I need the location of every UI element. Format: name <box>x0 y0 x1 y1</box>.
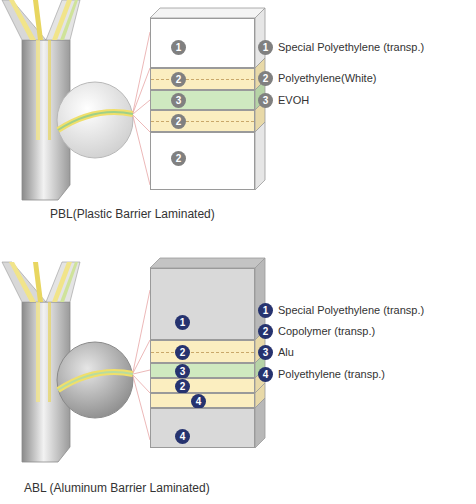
legend-item: 2 Polyethylene(White) <box>258 71 376 86</box>
caption: PBL(Plastic Barrier Laminated) <box>50 207 215 221</box>
callout-number: 2 <box>171 72 186 87</box>
layer-curve <box>58 372 133 390</box>
callout-number: 2 <box>258 71 273 86</box>
callout-number: 2 <box>175 345 190 360</box>
layer-band: 4 <box>150 408 255 448</box>
layer-side <box>255 122 265 190</box>
caption: ABL (Aluminum Barrier Laminated) <box>24 481 210 495</box>
callout-number: 2 <box>171 151 186 166</box>
layer-band: 2 <box>150 132 255 190</box>
callout-number: 2 <box>258 324 273 339</box>
callout-number: 1 <box>258 303 273 318</box>
layer-divider <box>151 121 254 122</box>
layer-band: 3 <box>150 90 255 110</box>
legend-item: 3 EVOH <box>258 93 309 108</box>
callout-number: 4 <box>175 429 190 444</box>
leader-lines <box>133 32 150 185</box>
layer-band: 2 <box>150 378 255 393</box>
layer-side <box>255 398 265 448</box>
legend-text: Polyethylene (transp.) <box>278 368 385 380</box>
callout-number: 1 <box>175 315 190 330</box>
callout-number: 3 <box>175 364 190 379</box>
legend-text: Polyethylene(White) <box>278 72 376 84</box>
magnifier <box>57 342 133 418</box>
layer-band: 2 <box>150 68 255 90</box>
callout-number: 1 <box>171 40 186 55</box>
legend-item: 2 Copolymer (transp.) <box>258 324 375 339</box>
legend-text: EVOH <box>278 94 309 106</box>
layer-band: 2 <box>150 340 255 363</box>
callout-number: 3 <box>171 93 186 108</box>
legend-text: Copolymer (transp.) <box>278 325 375 337</box>
callout-number: 1 <box>258 40 273 55</box>
layer-band: 4 <box>150 393 255 408</box>
legend-item: 4 Polyethylene (transp.) <box>258 367 385 382</box>
layer-curve <box>58 112 133 130</box>
magnifier <box>57 82 133 158</box>
legend-item: 1 Special Polyethylene (transp.) <box>258 303 424 318</box>
callout-number: 4 <box>191 394 206 409</box>
callout-number: 4 <box>258 367 273 382</box>
layer-band: 2 <box>150 110 255 132</box>
layer-curve <box>58 372 133 390</box>
layer-curve <box>58 112 133 130</box>
legend-text: Special Polyethylene (transp.) <box>278 41 424 53</box>
callout-number: 2 <box>171 114 186 129</box>
callout-number: 3 <box>258 93 273 108</box>
callout-number: 3 <box>258 345 273 360</box>
legend-text: Alu <box>278 346 294 358</box>
layer-divider <box>151 79 254 80</box>
legend-text: Special Polyethylene (transp.) <box>278 304 424 316</box>
layer-divider <box>151 352 254 353</box>
legend-item: 1 Special Polyethylene (transp.) <box>258 40 424 55</box>
layer-band: 3 <box>150 363 255 378</box>
layer-band: 1 <box>150 18 255 68</box>
callout-number: 2 <box>175 379 190 394</box>
layer-top <box>150 258 265 268</box>
leader-lines <box>133 290 150 440</box>
legend-item: 3 Alu <box>258 345 294 360</box>
layer-top <box>150 8 265 18</box>
layer-band: 1 <box>150 268 255 340</box>
